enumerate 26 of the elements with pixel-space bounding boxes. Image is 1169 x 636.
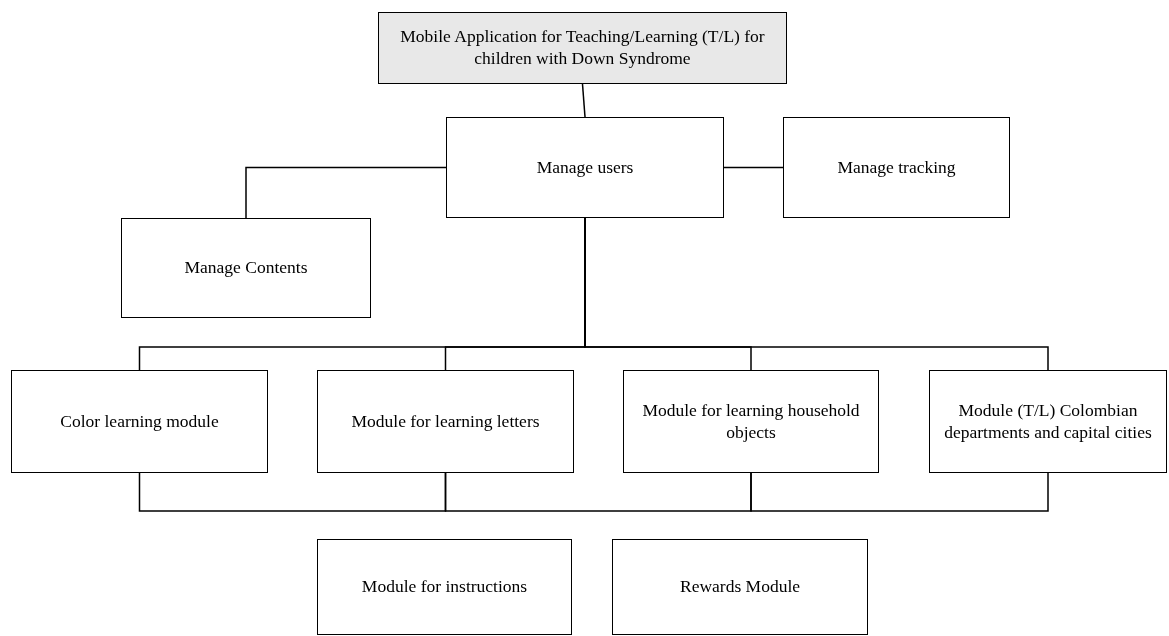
module-box bbox=[783, 117, 1010, 218]
node-label: Module for learning household objects bbox=[641, 399, 861, 444]
node-label: Module for instructions bbox=[361, 576, 528, 598]
node-label: Module for learning letters bbox=[351, 410, 540, 433]
module-box bbox=[446, 117, 724, 218]
connector-line bbox=[245, 166, 447, 219]
node-label: Rewards Module bbox=[679, 576, 801, 598]
title-box bbox=[378, 12, 787, 84]
connector-line bbox=[723, 166, 784, 169]
connector-line bbox=[138, 472, 447, 512]
node-label: Manage users bbox=[536, 156, 634, 179]
module-box bbox=[317, 539, 572, 635]
module-box bbox=[612, 539, 868, 635]
node-label: Manage Contents bbox=[184, 257, 308, 279]
connector-line bbox=[581, 83, 586, 118]
connector-line bbox=[444, 472, 752, 512]
module-box bbox=[929, 370, 1167, 473]
module-box bbox=[317, 370, 574, 473]
node-label: Mobile Application for Teaching/Learning (T/L) for children with Down Syndrome bbox=[399, 26, 766, 70]
connector-line bbox=[750, 472, 1049, 512]
module-box bbox=[11, 370, 268, 473]
node-label: Color learning module bbox=[60, 410, 219, 433]
module-box bbox=[121, 218, 371, 318]
node-label: Module (T/L) Colombian departments and capital cities bbox=[943, 399, 1153, 444]
module-box bbox=[623, 370, 879, 473]
node-label: Manage tracking bbox=[837, 156, 956, 179]
